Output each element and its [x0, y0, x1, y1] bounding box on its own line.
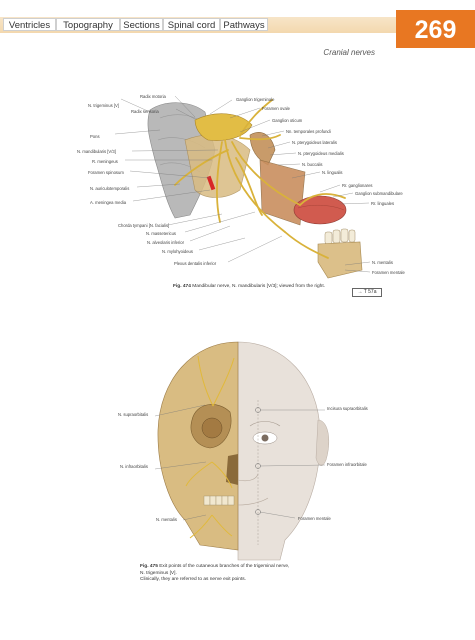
label-plexus-dentalis-inferior: Plexus dentalis inferior — [174, 261, 217, 266]
mandibular-nerve-illustration — [114, 95, 371, 279]
label-radix-motoria: Radix motoria — [140, 94, 166, 99]
label-n-lingualis: N. lingualis — [322, 170, 343, 175]
tab-topography[interactable]: Topography — [56, 18, 120, 31]
label-foramen-spinosum: Foramen spinosum — [88, 170, 124, 175]
figure-475-line2: N. trigeminus [V]. — [140, 570, 177, 576]
cross-reference[interactable]: → T 57a — [352, 288, 382, 297]
figure-475-caption: Fig. 475 Exit points of the cutaneous br… — [140, 564, 360, 584]
label-n-mentalis: N. mentalis — [372, 260, 393, 265]
label-n-auriculotemporalis: N. auriculotemporalis — [90, 186, 130, 191]
figure-474: N. trigeminus [V] Radix motoria Radix se… — [0, 0, 475, 300]
label-pons: Pons — [90, 134, 100, 139]
figure-474-text: Mandibular nerve, N. mandibularis [V/3];… — [192, 284, 325, 289]
label-n-infraorbitalis: N. infraorbitalis — [120, 464, 148, 469]
label-n-trigeminus: N. trigeminus [V] — [88, 103, 119, 108]
label-n-pterygoideus-lateralis: N. pterygoideus lateralis — [292, 140, 337, 145]
label-n-mylohyoideus: N. mylohyoideus — [162, 249, 193, 254]
figure-474-number: Fig. 474 — [173, 284, 191, 289]
label-foramen-mentale-475: Foramen mentale — [298, 516, 331, 521]
label-nn-temporales-profundi: Nn. temporales profundi — [286, 129, 331, 134]
page-number: 269 — [414, 16, 457, 44]
page-number-box: 269 — [396, 10, 475, 48]
label-n-buccalis: N. buccalis — [302, 162, 323, 167]
chapter-tab-bar: Ventricles Topography Sections Spinal co… — [0, 17, 475, 33]
label-n-mandibularis: N. mandibularis [V/3] — [77, 149, 116, 154]
label-foramen-infraorbitale: Foramen infraorbitale — [327, 462, 367, 467]
figure-475-number: Fig. 475 — [140, 564, 158, 569]
label-n-alveolaris-inferior: N. alveolaris inferior — [147, 240, 185, 245]
label-foramen-mentale: Foramen mentale — [372, 270, 405, 275]
section-title: Cranial nerves — [323, 48, 375, 57]
tab-ventricles[interactable]: Ventricles — [3, 18, 56, 31]
tab-sections[interactable]: Sections — [120, 18, 163, 31]
tab-pathways[interactable]: Pathways — [220, 18, 268, 31]
label-n-supraorbitalis: N. supraorbitalis — [118, 412, 149, 417]
figure-475-line1: Exit points of the cutaneous branches of… — [159, 564, 290, 569]
label-ganglion-trigeminale: Ganglion trigeminale — [236, 97, 275, 102]
label-a-meningea-media: A. meningea media — [90, 200, 127, 205]
label-ganglion-submandibulare: Ganglion submandibulare — [355, 191, 403, 196]
label-n-mentalis-475: N. mentalis — [156, 517, 177, 522]
label-n-massetericus: N. massetericus — [146, 231, 177, 236]
label-incisura-supraorbitalis: Incisura supraorbitalis — [327, 406, 368, 411]
label-ganglion-oticum: Ganglion oticum — [272, 118, 303, 123]
label-chorda-tympani: Chorda tympani [N. facialis] — [118, 223, 170, 228]
label-r-meningeus: R. meningeus — [92, 159, 118, 164]
label-n-pterygoideus-medialis: N. pterygoideus medialis — [298, 151, 344, 156]
label-radix-sensoria: Radix sensoria — [131, 109, 159, 114]
figure-475-line3: Clinically, they are referred to as nerv… — [140, 577, 247, 583]
label-rr-ganglionares: Rr. ganglionares — [342, 183, 373, 188]
label-foramen-ovale: Foramen ovale — [262, 106, 290, 111]
figure-474-caption: Fig. 474 Mandibular nerve, N. mandibular… — [173, 284, 333, 290]
tab-spinal-cord[interactable]: Spinal cord — [163, 18, 220, 31]
label-rr-linguales: Rr. linguales — [371, 201, 395, 206]
